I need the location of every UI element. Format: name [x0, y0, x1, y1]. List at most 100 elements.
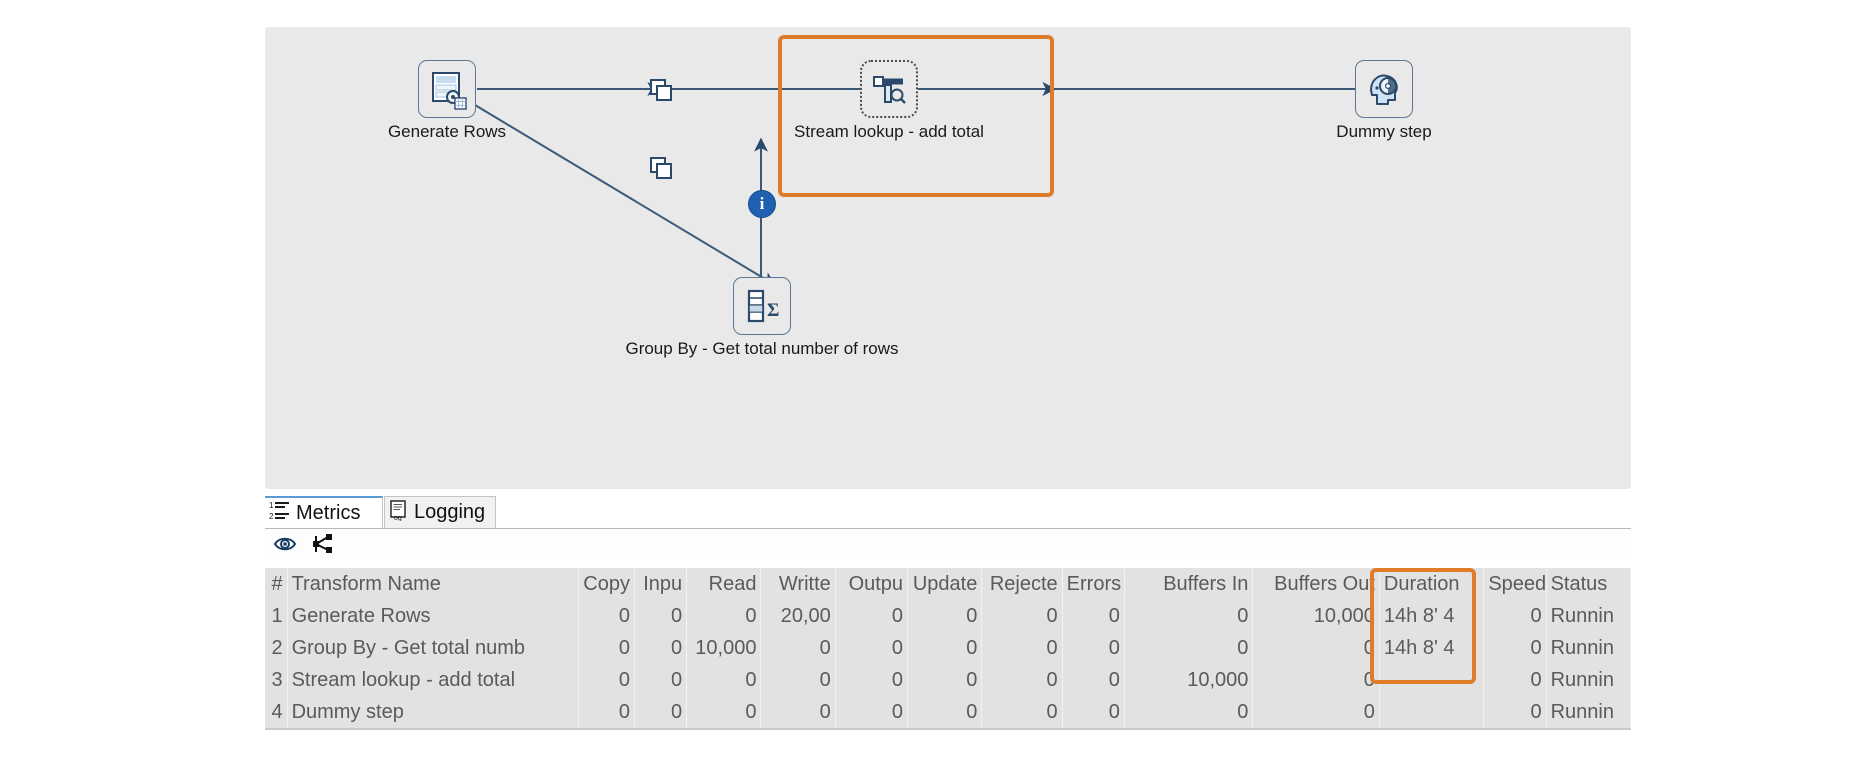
- cell-written: 0: [760, 632, 836, 664]
- column-header-rejected[interactable]: Rejecte: [981, 568, 1063, 600]
- cell-read: 0: [686, 696, 762, 728]
- cell-speed: 0: [1483, 600, 1547, 632]
- cell-name: Generate Rows: [287, 600, 579, 632]
- stream-lookup-icon: [873, 76, 906, 104]
- column-header-input[interactable]: Inpu: [634, 568, 688, 600]
- cell-buffers_out: 0: [1252, 664, 1380, 696]
- cell-errors: 0: [1062, 664, 1125, 696]
- info-badge[interactable]: i: [748, 190, 776, 218]
- cell-num: 1: [265, 600, 288, 632]
- cell-buffers_in: 10,000: [1124, 664, 1254, 696]
- column-header-buffers_out[interactable]: Buffers Out: [1252, 568, 1380, 600]
- cell-output: 0: [835, 600, 909, 632]
- cell-read: 0: [686, 600, 762, 632]
- node-dummy-step-box[interactable]: [1355, 60, 1413, 118]
- cell-copy: 0: [578, 696, 635, 728]
- generate-rows-icon: [432, 72, 467, 110]
- cell-input: 0: [634, 664, 688, 696]
- cell-written: 0: [760, 664, 836, 696]
- cell-output: 0: [835, 664, 909, 696]
- node-stream-lookup-box[interactable]: [860, 60, 918, 118]
- group-by-icon: Σ: [747, 289, 779, 323]
- tab-metrics-label: Metrics: [296, 501, 361, 524]
- cell-name: Stream lookup - add total: [287, 664, 579, 696]
- cell-rejected: 0: [981, 600, 1063, 632]
- node-group-by[interactable]: Σ Group By - Get total number of rows: [625, 277, 899, 358]
- cell-written: 0: [760, 696, 836, 728]
- cell-output: 0: [835, 632, 909, 664]
- info-badge-glyph: i: [759, 194, 765, 213]
- cell-speed: 0: [1483, 696, 1547, 728]
- cell-input: 0: [634, 600, 688, 632]
- node-dummy-step-label: Dummy step: [1336, 122, 1432, 141]
- pipeline-canvas[interactable]: i Generate Rows: [265, 27, 1631, 489]
- metrics-toolbar: [265, 529, 1631, 559]
- bottom-tab-strip: 1 2 Metrics og Logging: [265, 496, 1631, 529]
- column-header-name[interactable]: Transform Name: [287, 568, 579, 600]
- node-dummy-step[interactable]: Dummy step: [1336, 60, 1432, 141]
- cell-num: 2: [265, 632, 288, 664]
- tab-metrics[interactable]: 1 2 Metrics: [265, 496, 383, 528]
- node-generate-rows[interactable]: Generate Rows: [388, 60, 506, 141]
- node-group-by-box[interactable]: Σ: [733, 277, 791, 335]
- log-document-icon: og: [389, 499, 409, 527]
- cell-output: 0: [835, 696, 909, 728]
- node-generate-rows-label: Generate Rows: [387, 122, 507, 141]
- eye-icon[interactable]: [273, 532, 297, 556]
- dummy-step-icon: [1370, 74, 1398, 105]
- column-header-errors[interactable]: Errors: [1062, 568, 1125, 600]
- column-header-output[interactable]: Outpu: [835, 568, 909, 600]
- cell-rejected: 0: [981, 664, 1063, 696]
- cell-input: 0: [634, 696, 688, 728]
- cell-status: Runnin: [1546, 664, 1631, 696]
- tab-logging[interactable]: og Logging: [384, 496, 496, 528]
- column-header-updated[interactable]: Update: [907, 568, 983, 600]
- cell-updated: 0: [907, 632, 983, 664]
- cell-written: 20,00: [760, 600, 836, 632]
- cell-num: 4: [265, 696, 288, 728]
- node-stream-lookup[interactable]: Stream lookup - add total: [794, 60, 984, 141]
- node-generate-rows-box[interactable]: [418, 60, 476, 118]
- svg-text:2: 2: [269, 512, 274, 521]
- cell-status: Runnin: [1546, 600, 1631, 632]
- cell-buffers_out: 0: [1252, 632, 1380, 664]
- cell-status: Runnin: [1546, 632, 1631, 664]
- cell-duration: [1379, 696, 1485, 728]
- svg-text:1: 1: [269, 501, 274, 510]
- column-header-speed[interactable]: Speed: [1483, 568, 1547, 600]
- cell-updated: 0: [907, 600, 983, 632]
- svg-text:og: og: [394, 515, 402, 521]
- cell-input: 0: [634, 632, 688, 664]
- cell-buffers_out: 10,000: [1252, 600, 1380, 632]
- cell-duration: [1379, 664, 1485, 696]
- node-stream-lookup-label: Stream lookup - add total: [794, 122, 984, 141]
- cell-copy: 0: [578, 600, 635, 632]
- column-header-duration[interactable]: Duration: [1379, 568, 1485, 600]
- column-header-written[interactable]: Writte: [760, 568, 836, 600]
- cell-read: 10,000: [686, 632, 762, 664]
- copy-rows-icon[interactable]: [648, 77, 674, 108]
- column-header-status[interactable]: Status: [1546, 568, 1631, 600]
- cell-duration: 14h 8' 4: [1379, 600, 1485, 632]
- cell-updated: 0: [907, 696, 983, 728]
- cell-buffers_in: 0: [1124, 632, 1254, 664]
- column-header-buffers_in[interactable]: Buffers In: [1124, 568, 1254, 600]
- node-graph-icon[interactable]: [311, 532, 335, 556]
- cell-updated: 0: [907, 664, 983, 696]
- column-header-read[interactable]: Read: [686, 568, 762, 600]
- column-header-num[interactable]: #: [265, 568, 288, 600]
- cell-num: 3: [265, 664, 288, 696]
- metrics-list-icon: 1 2: [269, 499, 291, 527]
- copy-rows-icon[interactable]: [648, 155, 674, 186]
- cell-copy: 0: [578, 664, 635, 696]
- column-header-copy[interactable]: Copy: [578, 568, 635, 600]
